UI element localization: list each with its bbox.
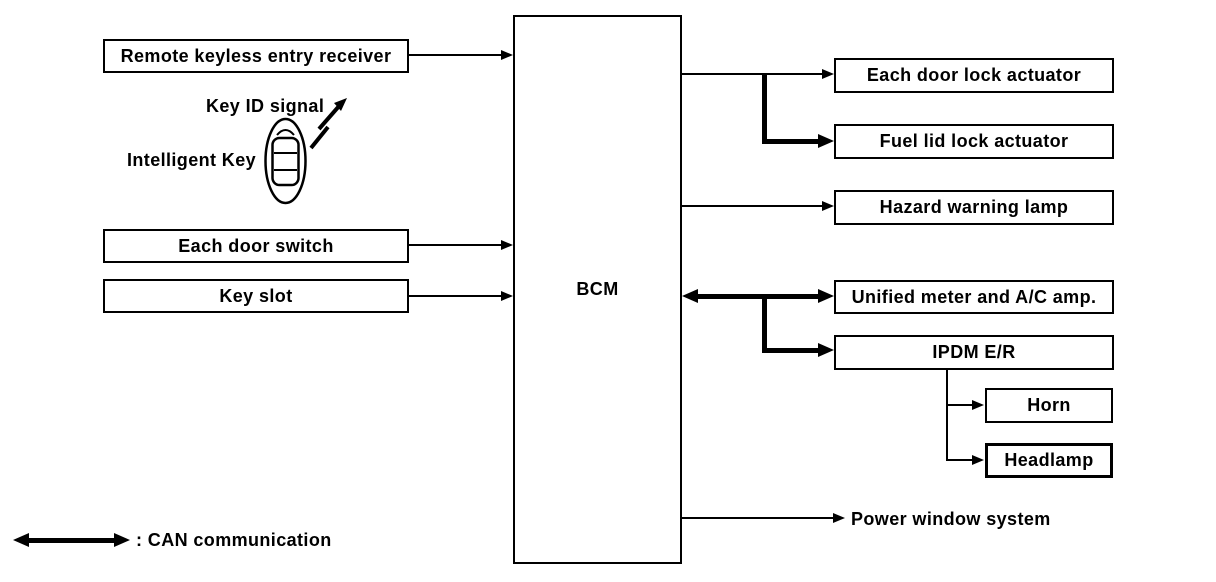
box-each-door-lock-actuator: Each door lock actuator — [834, 58, 1114, 93]
box-horn: Horn — [985, 388, 1113, 423]
box-label: IPDM E/R — [932, 342, 1016, 362]
branch-ipdm-down — [946, 370, 948, 461]
connector-to-ipdm — [762, 348, 818, 353]
legend-arrowhead-left — [13, 533, 29, 547]
legend-can-label: : CAN communication — [136, 530, 332, 550]
arrowhead-horn — [972, 400, 984, 410]
box-bcm: BCM — [513, 15, 682, 564]
intelligent-key-label: Intelligent Key — [127, 150, 257, 170]
connector-bcm-to-door-lock — [682, 73, 824, 75]
legend-can-line — [27, 538, 116, 543]
arrowhead-fuel-lid — [818, 134, 834, 148]
box-hazard-warning-lamp: Hazard warning lamp — [834, 190, 1114, 225]
connector-bcm-to-hazard — [682, 205, 824, 207]
box-label: Headlamp — [1004, 450, 1094, 470]
arrowhead-headlamp — [972, 455, 984, 465]
connector-ipdm-to-headlamp — [946, 459, 974, 461]
box-label: Remote keyless entry receiver — [120, 45, 392, 66]
intelligent-key-fob-icon — [264, 98, 347, 205]
box-label: Unified meter and A/C amp. — [851, 286, 1097, 307]
bcm-label: BCM — [576, 279, 619, 299]
box-headlamp: Headlamp — [985, 443, 1113, 478]
arrowhead-ipdm — [818, 343, 834, 357]
connector-can-bcm-unified-meter — [696, 294, 820, 299]
legend-arrowhead-right — [114, 533, 130, 547]
branch-can-to-ipdm — [762, 294, 767, 353]
arrowhead-hazard — [822, 201, 834, 211]
box-label: Each door lock actuator — [866, 65, 1082, 85]
box-remote-keyless-entry-receiver: Remote keyless entry receiver — [103, 39, 409, 73]
branch-door-lock-to-fuel-lid — [762, 73, 767, 144]
connector-bcm-to-power-window — [682, 517, 834, 519]
arrowhead-power-window — [833, 513, 845, 523]
power-window-system-label: Power window system — [851, 509, 1051, 529]
box-ipdm-er: IPDM E/R — [834, 335, 1114, 370]
key-id-signal-label: Key ID signal — [206, 96, 325, 116]
connector-ipdm-to-horn — [946, 404, 974, 406]
box-label: Hazard warning lamp — [879, 197, 1069, 217]
box-each-door-switch: Each door switch — [103, 229, 409, 263]
signal-bolt-icon — [309, 98, 347, 150]
arrowhead-remote-to-bcm — [501, 50, 513, 60]
connector-remote-to-bcm — [409, 54, 503, 56]
arrowhead-key-slot-to-bcm — [501, 291, 513, 301]
arrowhead-can-to-bcm — [682, 289, 698, 303]
box-label: Key slot — [219, 285, 293, 306]
arrowhead-door-switch-to-bcm — [501, 240, 513, 250]
box-unified-meter-ac-amp: Unified meter and A/C amp. — [834, 280, 1114, 314]
arrowhead-unified-meter — [818, 289, 834, 303]
arrowhead-door-lock — [822, 69, 834, 79]
box-key-slot: Key slot — [103, 279, 409, 313]
connector-to-fuel-lid — [762, 139, 818, 144]
box-label: Fuel lid lock actuator — [879, 131, 1069, 151]
box-label: Each door switch — [178, 235, 334, 256]
connector-door-switch-to-bcm — [409, 244, 503, 246]
box-fuel-lid-lock-actuator: Fuel lid lock actuator — [834, 124, 1114, 159]
box-label: Horn — [1027, 395, 1071, 415]
connector-key-slot-to-bcm — [409, 295, 503, 297]
